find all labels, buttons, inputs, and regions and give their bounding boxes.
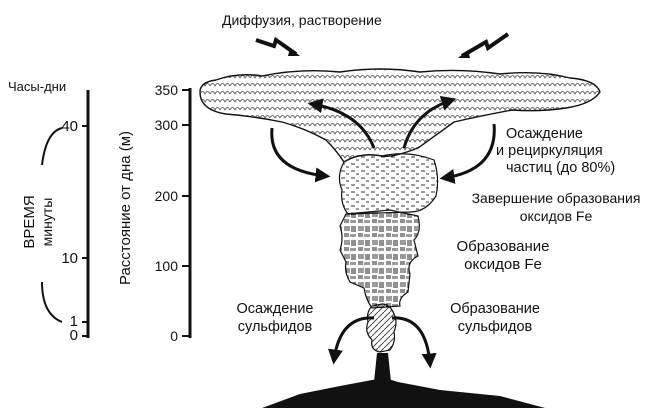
sulfide-formation-line-2: сульфидов bbox=[430, 318, 560, 336]
seafloor bbox=[262, 378, 545, 408]
settling-recirculation-line-1: Осаждение bbox=[506, 126, 615, 143]
fe-oxide-zone bbox=[340, 210, 419, 308]
diffusion-label: Диффузия, растворение bbox=[222, 12, 382, 28]
sulfide-arrow-right bbox=[392, 318, 430, 364]
distance-axis-title: Расстояние от дна (м) bbox=[118, 123, 134, 293]
sulfide-settling-line-2: сульфидов bbox=[220, 318, 330, 336]
distance-tick-label-0: 0 bbox=[144, 328, 178, 344]
time-axis-title: ВРЕМЯ bbox=[22, 162, 38, 282]
time-axis-subtitle: минуты bbox=[39, 162, 55, 282]
distance-tick-label-350: 350 bbox=[144, 82, 178, 98]
time-axis-header: Часы-дни bbox=[8, 79, 66, 95]
fe-oxide-completion-line-1: Завершение образования bbox=[458, 189, 654, 207]
distance-tick-label-300: 300 bbox=[144, 117, 178, 133]
time-tick-label-0: 0 bbox=[44, 328, 78, 344]
sulfide-settling-line-1: Осаждение bbox=[220, 300, 330, 318]
fe-oxide-completion-label: Завершение образования оксидов Fe bbox=[458, 189, 654, 225]
settling-arrow-right bbox=[444, 124, 494, 178]
fe-oxide-formation-label: Образование оксидов Fe bbox=[428, 238, 578, 274]
sulfide-formation-line-1: Образование bbox=[430, 300, 560, 318]
fe-oxide-completion-zone bbox=[339, 154, 437, 214]
settling-recirculation-label: Осаждение и рециркуляция частиц (до 80%) bbox=[506, 126, 615, 177]
fe-oxide-completion-line-2: оксидов Fe bbox=[458, 207, 654, 225]
sulfide-settling-label: Осаждение сульфидов bbox=[220, 300, 330, 336]
settling-recirculation-line-2: и рециркуляция bbox=[496, 143, 615, 160]
fe-oxide-formation-line-2: оксидов Fe bbox=[428, 256, 578, 274]
distance-tick-label-200: 200 bbox=[144, 188, 178, 204]
distance-tick-label-100: 100 bbox=[144, 258, 178, 274]
sulfide-formation-label: Образование сульфидов bbox=[430, 300, 560, 336]
sulfide-zone bbox=[367, 304, 396, 352]
fe-oxide-formation-line-1: Образование bbox=[428, 238, 578, 256]
diffusion-arrow-right bbox=[462, 34, 508, 56]
time-tick-label-40: 40 bbox=[44, 119, 78, 135]
settling-recirculation-line-3: частиц (до 80%) bbox=[506, 160, 615, 177]
chimney bbox=[374, 353, 391, 382]
